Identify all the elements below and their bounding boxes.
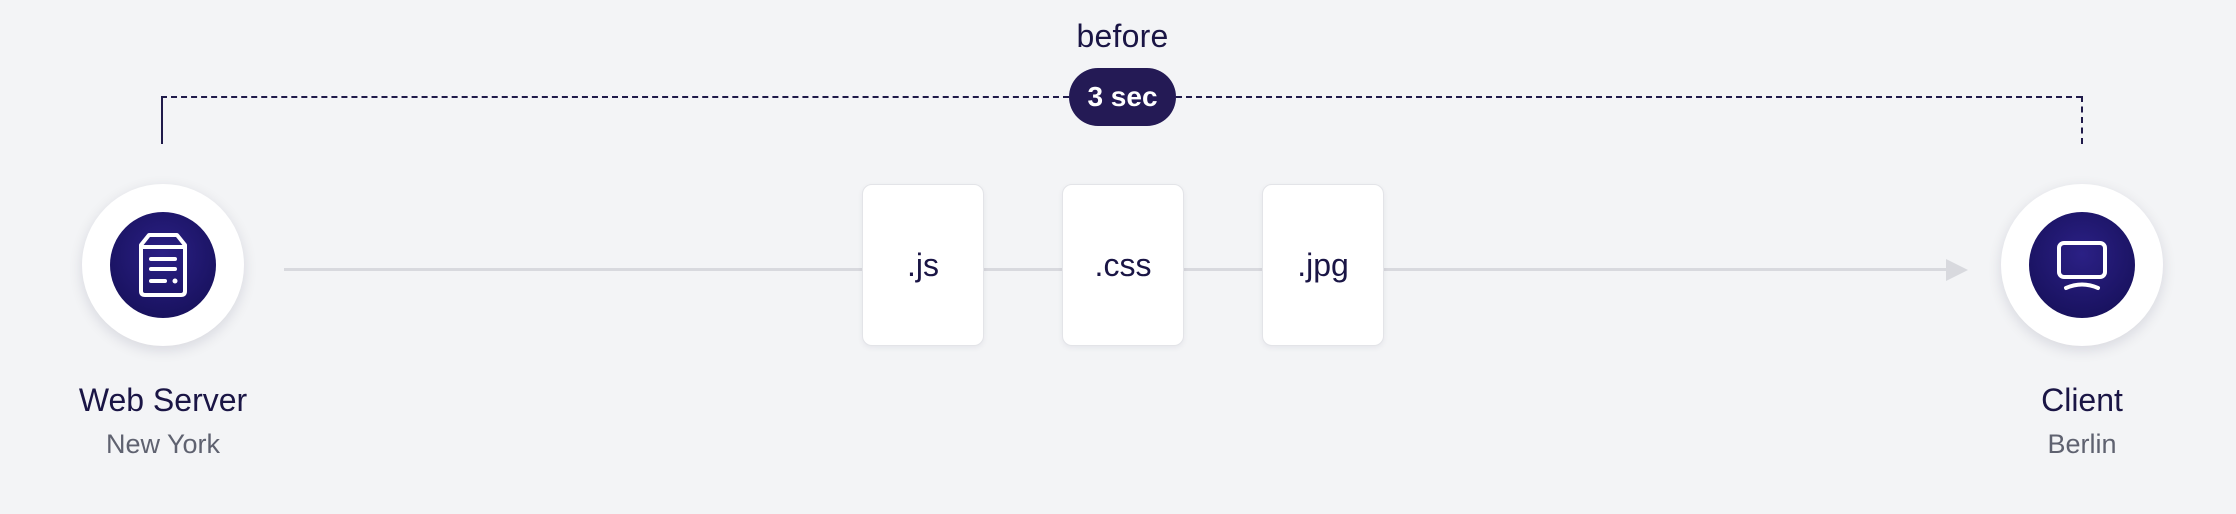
web-server-title: Web Server bbox=[78, 382, 248, 418]
web-server-location: New York bbox=[105, 429, 221, 459]
monitor-icon bbox=[2057, 241, 2107, 290]
file-card-js: .js bbox=[862, 184, 984, 346]
client-location: Berlin bbox=[2047, 429, 2117, 459]
file-card-css: .css bbox=[1062, 184, 1184, 346]
server-icon bbox=[139, 233, 187, 297]
timeline-bracket-tip-left bbox=[161, 96, 163, 144]
web-server-badge bbox=[110, 212, 216, 318]
timeline-bracket-tip-right bbox=[2081, 96, 2083, 144]
timeline-bracket-left bbox=[161, 96, 1069, 98]
file-card-jpg: .jpg bbox=[1262, 184, 1384, 346]
duration-badge: 3 sec bbox=[1069, 68, 1176, 126]
client-node bbox=[2001, 184, 2163, 346]
web-server-node bbox=[82, 184, 244, 346]
transfer-arrowhead bbox=[1946, 259, 1968, 281]
timeline-label: before bbox=[1076, 18, 1169, 54]
timeline-bracket-right bbox=[1176, 96, 2082, 98]
client-badge bbox=[2029, 212, 2135, 318]
client-title: Client bbox=[2041, 382, 2123, 418]
